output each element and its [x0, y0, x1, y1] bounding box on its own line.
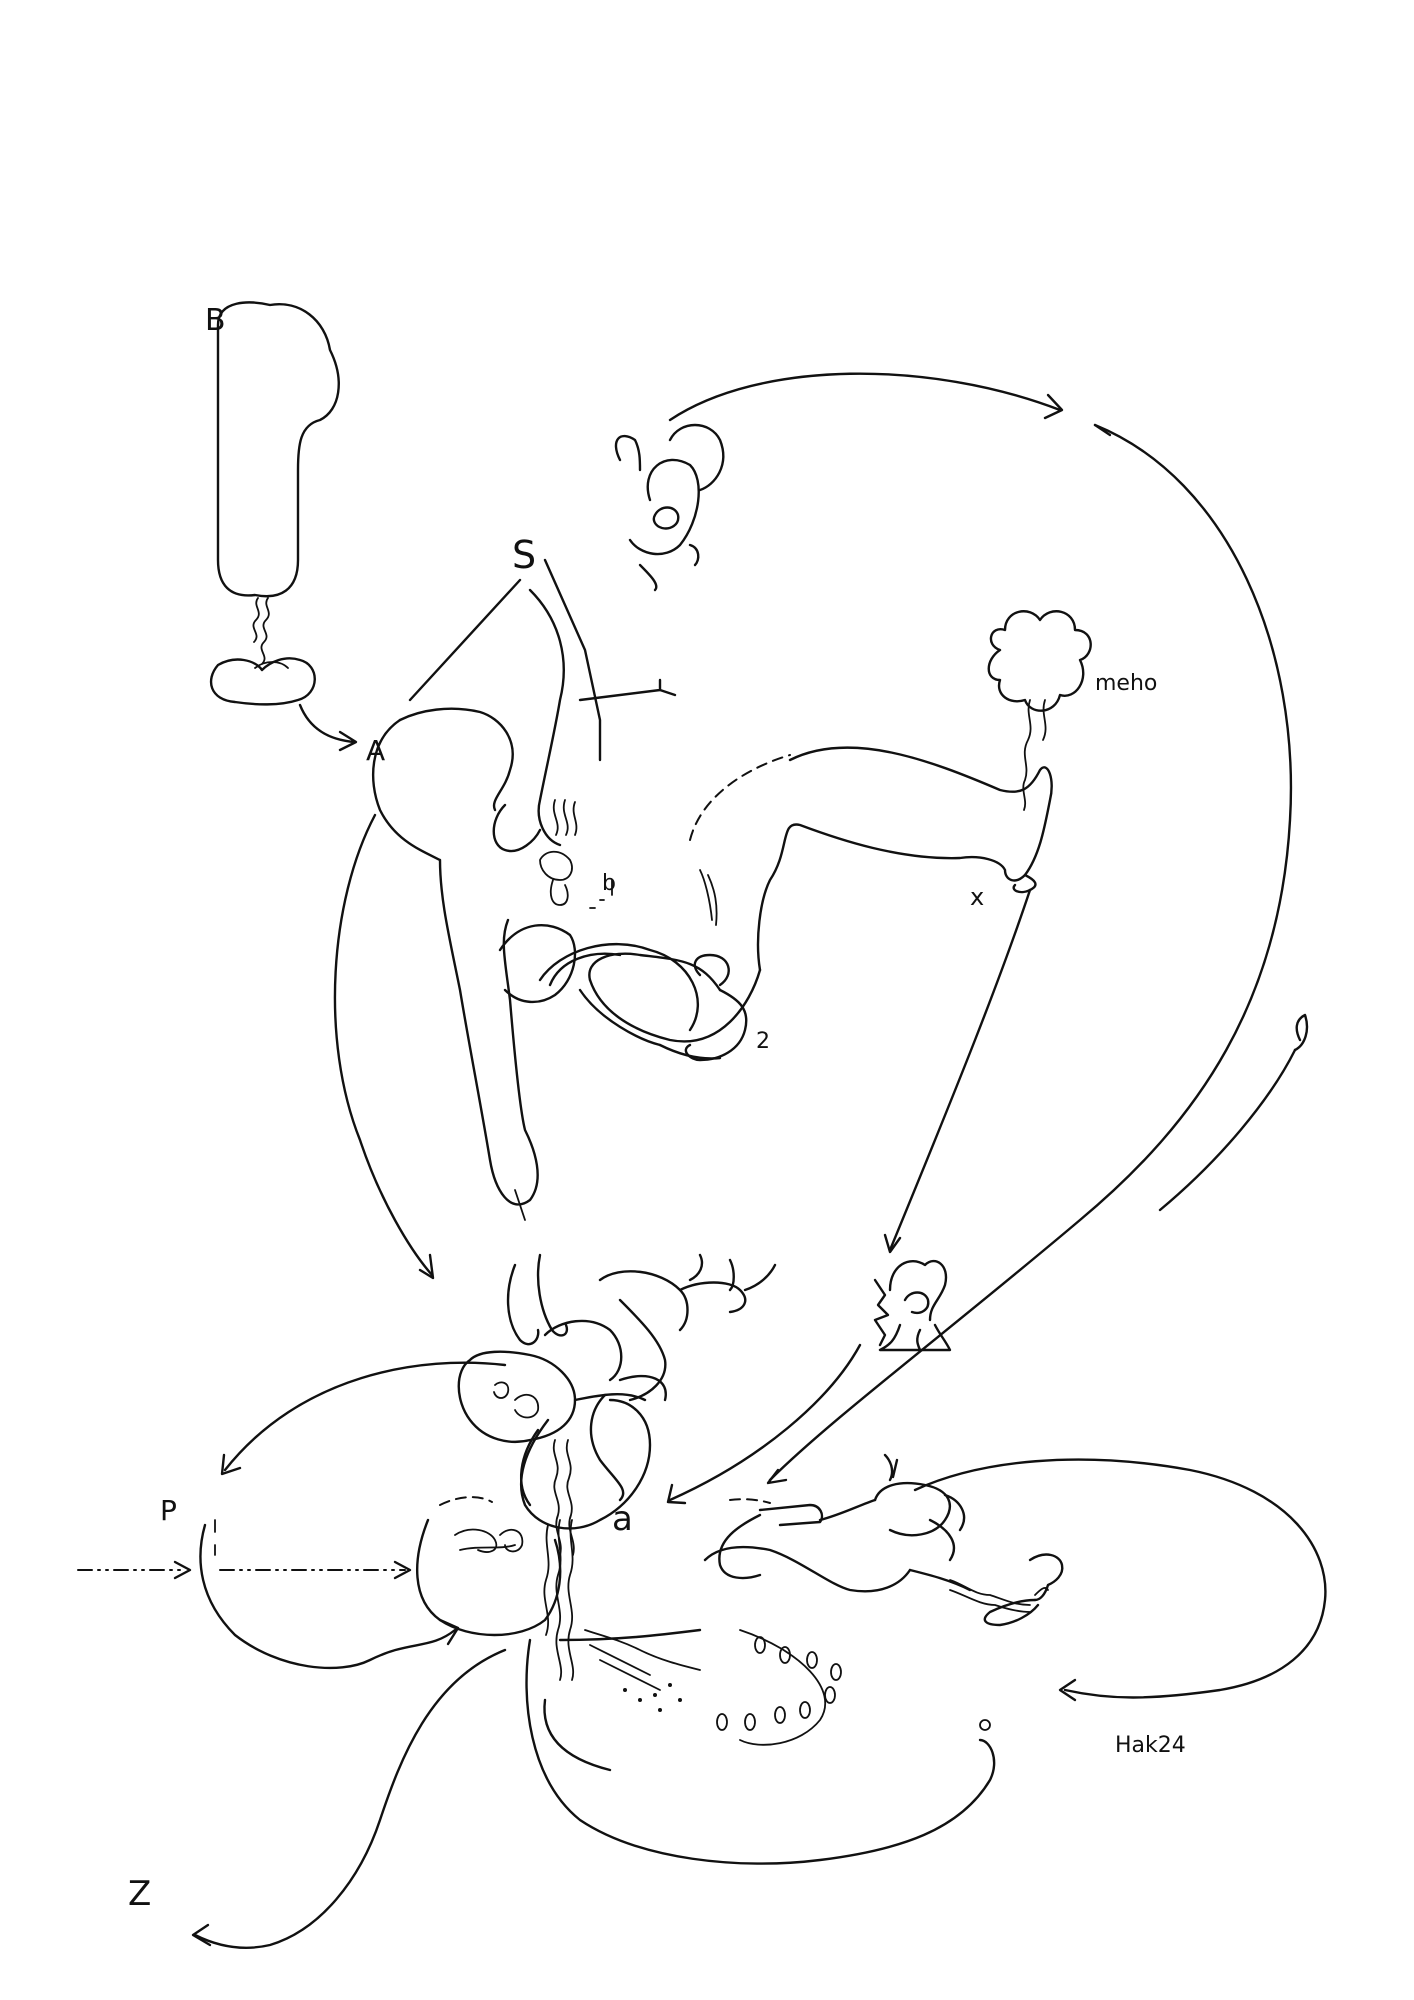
big-bottom-loop — [525, 1628, 996, 1865]
small-cloud-shape — [209, 657, 316, 706]
ornament-figure — [873, 1259, 952, 1352]
left-loop — [199, 1361, 507, 1670]
b-blob — [216, 301, 340, 665]
label-p: P — [160, 1494, 177, 1527]
upper-legs — [498, 746, 1053, 1062]
arrow-x-down — [883, 888, 1032, 1254]
arrow-to-a-lower — [666, 1343, 862, 1505]
upper-figure — [371, 558, 677, 1221]
big-arc-right — [668, 372, 1293, 1485]
label-z: Z — [128, 1874, 151, 1914]
dotted-pattern — [584, 1629, 991, 1731]
bottom-left-arc-z — [191, 1648, 507, 1949]
label-meho: meho — [1095, 671, 1157, 696]
right-loop — [913, 1458, 1327, 1702]
long-tail — [1158, 1013, 1309, 1212]
artist-signature: Hak24 — [1115, 1733, 1186, 1758]
arrow-to-a — [298, 703, 358, 752]
p-arrows — [77, 1519, 412, 1580]
b-lower-tick — [589, 879, 613, 909]
label-b-upper: B — [205, 303, 226, 338]
right-figure — [703, 1453, 1064, 1627]
label-a-lower: a — [612, 1499, 633, 1539]
left-arc-arrow — [333, 813, 435, 1280]
center-blob-left — [416, 1496, 562, 1637]
wavy-stream — [543, 1519, 575, 1681]
label-a-upper: A — [366, 734, 385, 767]
label-two: 2 — [756, 1029, 770, 1054]
label-x: x — [970, 883, 984, 911]
meho-cloud — [987, 610, 1092, 811]
mouse-head — [614, 423, 725, 592]
label-b-lower: b — [602, 871, 616, 896]
label-s-upper: S — [512, 533, 536, 577]
